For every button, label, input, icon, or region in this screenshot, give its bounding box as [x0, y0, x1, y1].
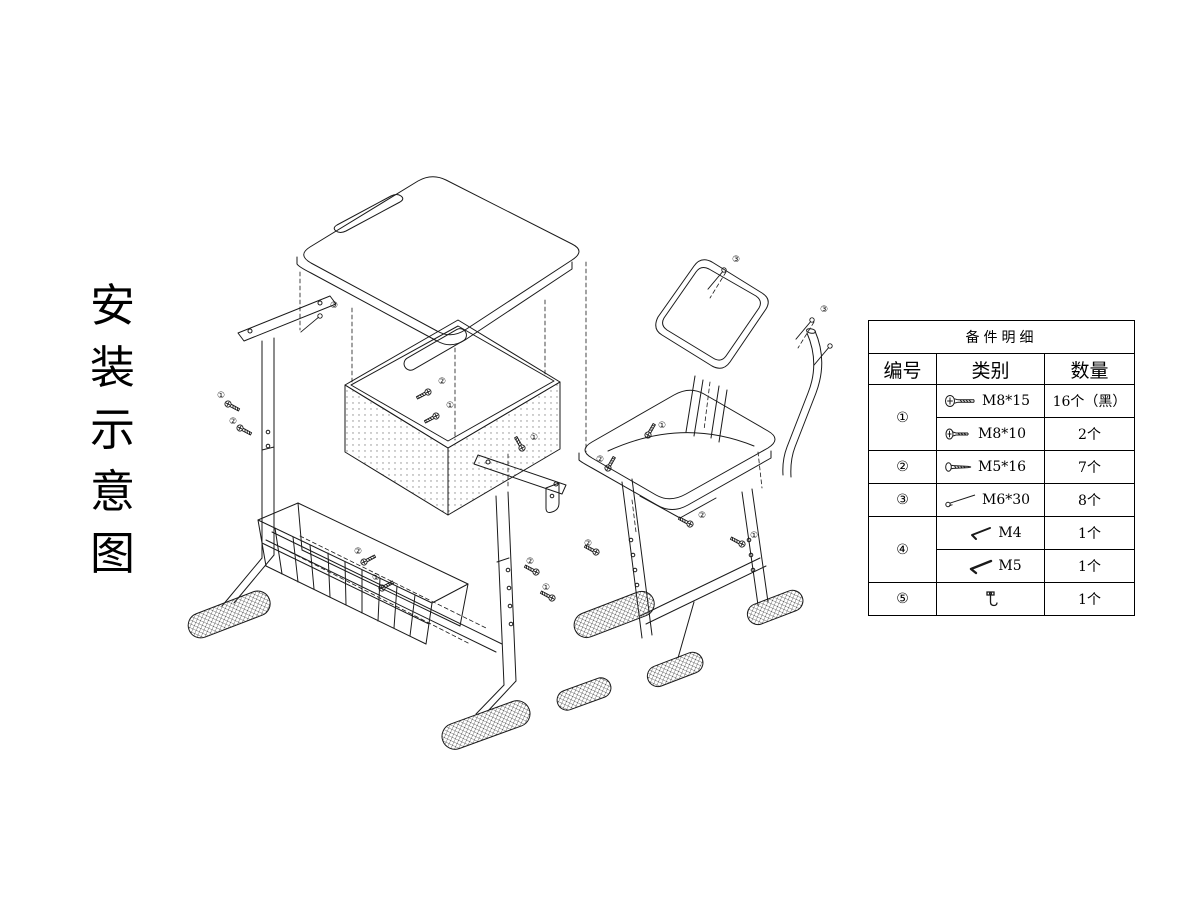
table-row: ⑤ 1个: [868, 582, 1135, 616]
screw-m8x10-icon: [944, 427, 974, 441]
part-category: M8*15: [936, 384, 1045, 418]
assembly-drawing: ① ② ③ ② ① ② ① ② ① ① ③ ③ ① ② ② ① ②: [187, 176, 834, 750]
callout: ①: [217, 391, 225, 401]
part-quantity: 16个（黑）: [1044, 384, 1135, 418]
part-quantity: 1个: [1044, 582, 1135, 616]
part-category: M4: [936, 516, 1045, 550]
callout: ①: [542, 583, 550, 593]
page-title: 安 装 示 意 图: [90, 283, 135, 576]
part-spec: M4: [998, 525, 1022, 541]
callout: ①: [372, 573, 380, 583]
callout: ①: [530, 433, 538, 443]
part-category: M8*10: [936, 417, 1045, 451]
under-desk-basket: [344, 319, 561, 516]
col-header-category: 类别: [936, 353, 1045, 385]
table-row: M8*10 2个: [869, 417, 1135, 451]
part-number: ⑤: [868, 582, 937, 616]
part-category: M5*16: [936, 450, 1045, 484]
allen-key-m4-icon: [964, 525, 994, 541]
callout: ①: [658, 421, 666, 431]
part-quantity: 2个: [1044, 417, 1135, 451]
col-header-quantity: 数量: [1044, 353, 1135, 385]
part-quantity: 8个: [1044, 483, 1135, 517]
callout: ③: [820, 305, 828, 315]
table-row: ② M5*16 7个: [868, 450, 1135, 484]
part-spec: M6*30: [982, 492, 1031, 508]
screw-m5x16-icon: [944, 460, 974, 474]
assembly-guide-lines-chair: [631, 271, 815, 533]
callout-labels: ① ② ③ ② ① ② ① ② ① ① ③ ③ ① ② ② ① ②: [217, 255, 828, 593]
desk-left-leg: [187, 295, 337, 639]
allen-key-m5-icon: [964, 558, 994, 575]
callout: ②: [438, 377, 446, 387]
callout: ③: [732, 255, 740, 265]
part-category: [936, 582, 1045, 616]
callout: ②: [698, 511, 706, 521]
screw-m8x15-icon: [944, 394, 978, 408]
callout: ①: [750, 531, 758, 541]
col-header-number: 编号: [868, 353, 937, 385]
part-spec: M8*15: [982, 393, 1031, 409]
book-basket: [257, 502, 469, 645]
chair-legs: [573, 478, 804, 688]
part-number: ③: [868, 483, 937, 517]
part-spec: M8*10: [978, 426, 1027, 442]
part-quantity: 1个: [1044, 549, 1135, 583]
screw-m6x30-icon: [944, 492, 978, 508]
assembly-guide-lines-desk: [289, 261, 587, 645]
callout: ①: [446, 401, 454, 411]
callout: ②: [596, 455, 604, 465]
callout: ②: [526, 557, 534, 567]
desk-right-leg: [441, 454, 612, 750]
callout: ②: [354, 547, 362, 557]
callout: ③: [330, 301, 338, 311]
chair-backrest: [655, 259, 769, 369]
title-char: 意: [90, 465, 136, 518]
table-row: ③ M6*30 8个: [868, 483, 1135, 517]
parts-table-header-row: 编号 类别 数量: [868, 353, 1135, 385]
chair-seat: [578, 389, 776, 519]
part-spec: M5: [998, 558, 1022, 574]
title-char: 安: [90, 279, 136, 332]
part-spec: M5*16: [978, 459, 1027, 475]
callout: ②: [584, 539, 592, 549]
table-row: ① M8*15 16个（黑）: [868, 384, 1135, 451]
title-char: 装: [90, 341, 136, 394]
part-number: ②: [868, 450, 937, 484]
parts-table-title: 备件明细: [868, 320, 1135, 354]
chair-back-tubes: [685, 328, 823, 478]
part-quantity: 7个: [1044, 450, 1135, 484]
part-category: M5: [936, 549, 1045, 583]
table-row: M5 1个: [869, 549, 1135, 583]
title-char: 图: [90, 527, 136, 580]
desk-top: [296, 176, 580, 346]
hook-icon: [981, 589, 1001, 609]
part-quantity: 1个: [1044, 516, 1135, 550]
table-row: ④ M4 1个: [868, 516, 1135, 583]
part-number: ④: [868, 516, 937, 583]
parts-table: 备件明细 编号 类别 数量 ① M8*15 16个（黑）: [868, 320, 1135, 616]
title-char: 示: [90, 403, 136, 456]
part-number: ①: [868, 384, 937, 451]
callout: ②: [229, 417, 237, 427]
part-category: M6*30: [936, 483, 1045, 517]
